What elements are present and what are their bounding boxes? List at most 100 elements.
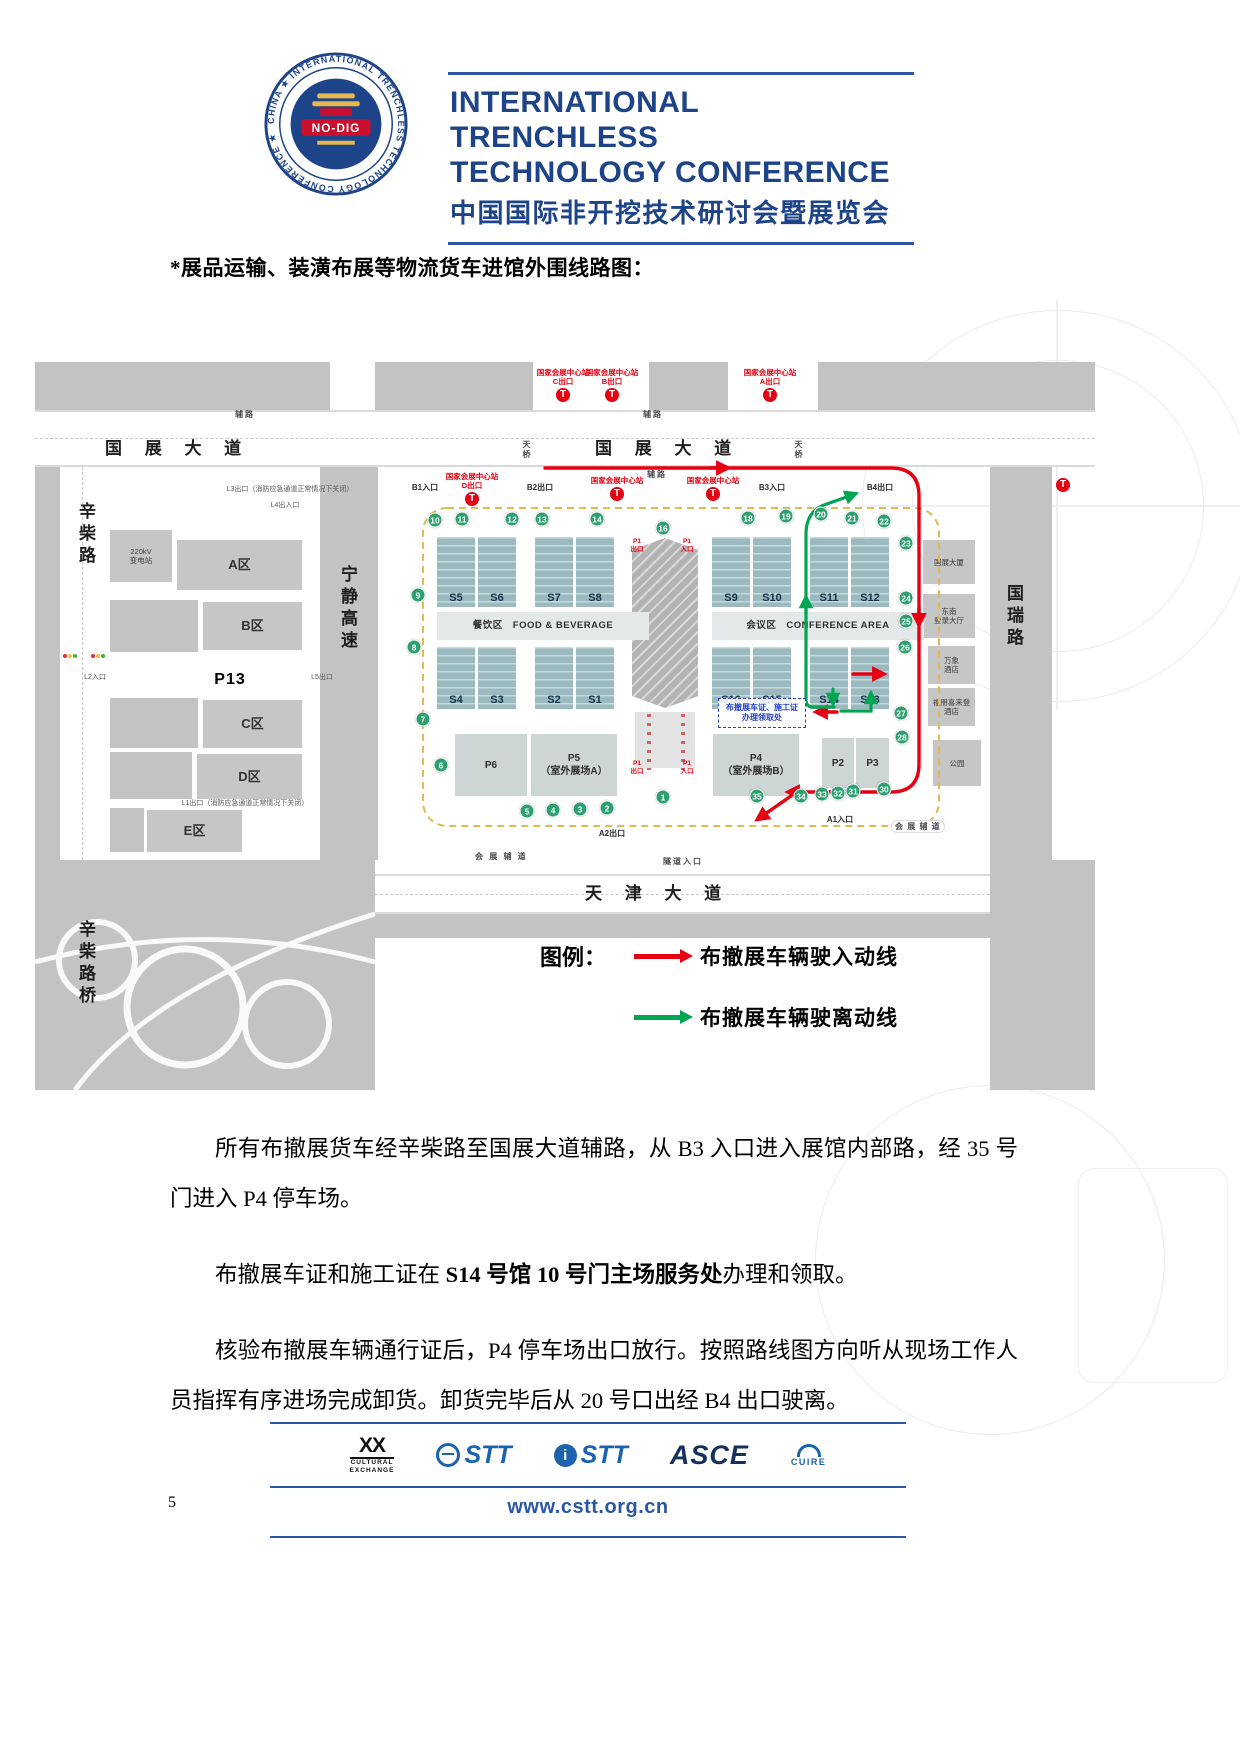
p1-gate-label: P1 入口: [680, 538, 694, 553]
paragraph-2-bold: S14 号馆 10 号门主场服务处: [445, 1262, 723, 1287]
body-text: 所有布撤展货车经辛柴路至国展大道辅路，从 B3 入口进入展馆内部路，经 35 号…: [170, 1124, 1018, 1452]
entrance-label: L3出口（消防应急通道正常情况下关闭）: [226, 486, 354, 493]
road-label: 辅路: [643, 410, 663, 419]
paragraph-2: 布撤展车证和施工证在 S14 号馆 10 号门主场服务处办理和领取。: [170, 1250, 1018, 1300]
paragraph-3-text: 核验布撤展车辆通行证后，P4 停车场出口放行。按照路线图方向听从现场工作人员指挥…: [170, 1338, 1018, 1413]
paragraph-2-post: 办理和领取。: [722, 1262, 858, 1287]
asce-logo: ASCE: [669, 1439, 749, 1470]
metro-station-marker: 国家会展中心站 B出口: [573, 368, 651, 402]
road-label: 天桥: [522, 440, 531, 460]
title-line-1: INTERNATIONAL TRENCHLESS: [450, 86, 699, 154]
p1-gate-label: P1 入口: [680, 760, 694, 775]
gate-number-marker: 8: [406, 639, 422, 655]
map-area: C区: [203, 700, 302, 748]
legend-out-label: 布撤展车辆驶离动线: [700, 1007, 898, 1030]
city-block: [110, 698, 198, 748]
road-label: 国瑞路: [1004, 584, 1023, 650]
callout-line-1: 布撤展车证、施工证: [726, 703, 798, 712]
no-dig-logo-graphic: CHINA ★ INTERNATIONAL TRENCHLESS TECHNOL…: [264, 52, 408, 196]
entrance-label: A2出口: [598, 829, 626, 838]
legend-title: 图例：: [540, 945, 607, 970]
page-number: 5: [168, 1494, 176, 1511]
cuire-dome-icon: [796, 1443, 821, 1457]
metro-station-marker: 国家会展中心站 C出口: [524, 368, 602, 402]
legend-in-label: 布撤展车辆驶入动线: [700, 946, 898, 969]
callout-line-2: 办理领取处: [742, 713, 782, 722]
conference-title: INTERNATIONAL TRENCHLESS TECHNOLOGY CONF…: [448, 72, 914, 245]
city-block: [35, 362, 330, 410]
cstt-globe-icon: [436, 1443, 461, 1467]
map-area: P13: [214, 671, 246, 688]
map-legend: 图例： 布撤展车辆驶入动线 布撤展车辆驶离动线: [540, 940, 898, 1062]
entrance-label: L2入口: [84, 674, 106, 681]
traffic-light-icon: [63, 654, 77, 658]
title-line-3: 中国国际非开挖技术研讨会暨展览会: [450, 198, 891, 228]
pagoda-roof-icon: [317, 93, 355, 99]
istt-logo: i STT: [553, 1440, 628, 1470]
city-block: [110, 752, 192, 799]
road-label: 辛柴路: [76, 502, 95, 568]
cstt-logo: STT: [436, 1441, 512, 1470]
road-label: 国 展 大 道: [595, 439, 741, 458]
website-link[interactable]: www.cstt.org.cn: [507, 1496, 669, 1518]
istt-text: STT: [580, 1440, 628, 1469]
footer-logos: XX CULTURAL EXCHANGE STT i STT ASCE CUIR…: [270, 1428, 906, 1482]
road-label: 辅路: [235, 410, 255, 419]
no-dig-logo: CHINA ★ INTERNATIONAL TRENCHLESS TECHNOL…: [262, 50, 410, 203]
cuire-text: CUIRE: [790, 1456, 827, 1467]
metro-station-marker: 国家会展中心站 A出口: [731, 368, 809, 402]
cultural-exchange-mark: XX: [359, 1433, 386, 1457]
interchange: [990, 860, 1095, 1090]
road-guozhan-avenue: [35, 410, 1095, 467]
road-label: 天桥: [794, 440, 803, 460]
map-area: 220kV 变电站: [110, 530, 172, 582]
footer-rule-top: [270, 1422, 906, 1424]
road-tianjin-avenue: [375, 874, 1055, 914]
entrance-label: L4出入口: [270, 502, 300, 509]
road-guorui: [990, 467, 1052, 860]
p1-gate-label: P1 出口: [630, 760, 644, 775]
cultural-exchange-logo: XX CULTURAL EXCHANGE: [349, 1433, 395, 1475]
istt-i-icon: i: [553, 1443, 577, 1467]
road-edge: [375, 914, 1055, 938]
watermark-rect: [1078, 1168, 1228, 1383]
cuire-logo: CUIRE: [790, 1443, 827, 1467]
map-area: 公园: [933, 740, 981, 786]
traffic-light-icon: [91, 654, 105, 658]
map-area: D区: [197, 754, 302, 799]
footer-rule-middle: [270, 1486, 906, 1488]
paragraph-1-text: 所有布撤展货车经辛柴路至国展大道辅路，从 B3 入口进入展馆内部路，经 35 号…: [170, 1136, 1018, 1211]
svg-text:NO-DIG: NO-DIG: [312, 121, 361, 135]
road-label: 隧道入口: [663, 857, 703, 866]
map-area: E区: [147, 810, 242, 852]
road-label: 天 津 大 道: [585, 884, 731, 903]
cultural-exchange-text: CULTURAL EXCHANGE: [349, 1456, 395, 1474]
footer-rule-bottom: [270, 1536, 906, 1538]
watermark-line: [1056, 300, 1058, 710]
map-area: B区: [203, 602, 302, 650]
legend-arrow-in-icon: [634, 948, 693, 963]
gate-number-marker: 9: [410, 587, 426, 603]
map-area: A区: [177, 540, 302, 590]
entrance-label: L1出口（消防应急通道正常情况下关闭）: [181, 800, 309, 807]
p1-gate-label: P1 出口: [630, 538, 644, 553]
section-heading: *展品运输、装潢布展等物流货车进馆外围线路图：: [170, 256, 654, 280]
paragraph-1: 所有布撤展货车经辛柴路至国展大道辅路，从 B3 入口进入展馆内部路，经 35 号…: [170, 1124, 1018, 1224]
entrance-label: B2出口: [526, 483, 554, 492]
entrance-label: L5出口: [311, 674, 333, 681]
road-label: 国 展 大 道: [105, 439, 251, 458]
pass-pickup-callout: 布撤展车证、施工证 办理领取处: [718, 698, 806, 728]
city-block: [110, 600, 198, 652]
metro-station-marker: 国家会展中心站 D出口: [433, 472, 511, 506]
road-label: 宁静高速: [338, 565, 357, 653]
title-line-2: TECHNOLOGY CONFERENCE: [450, 156, 890, 189]
road-xinchai: [60, 467, 106, 860]
road-ningjing-expressway: [320, 467, 378, 860]
city-block: [110, 808, 144, 852]
paragraph-3: 核验布撤展车辆通行证后，P4 停车场出口放行。按照路线图方向听从现场工作人员指挥…: [170, 1326, 1018, 1426]
road-label: 会 展 辅 道: [475, 852, 528, 861]
paragraph-2-pre: 布撤展车证和施工证在: [215, 1262, 446, 1287]
road-edge: [35, 467, 60, 860]
